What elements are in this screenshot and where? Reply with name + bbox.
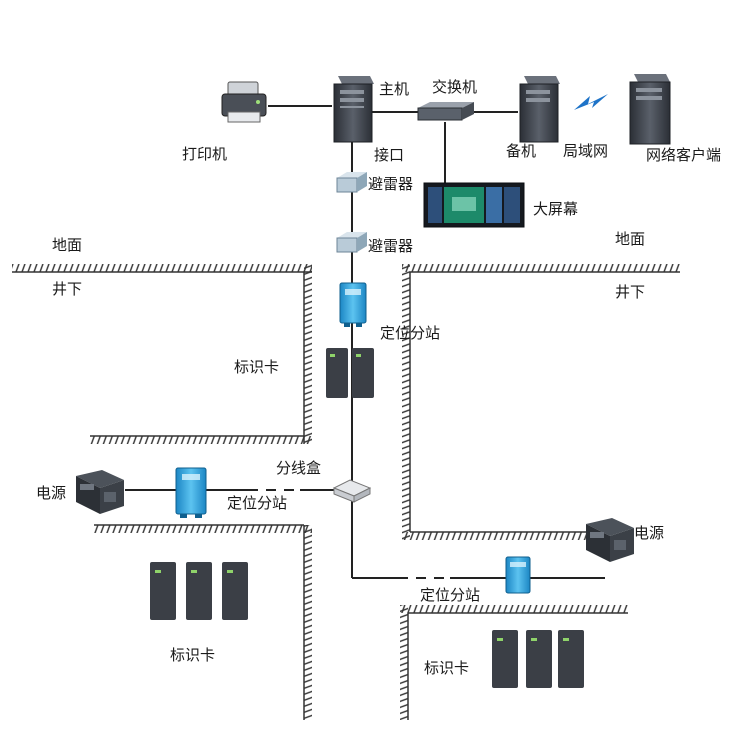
card-right-label: 标识卡 (424, 659, 470, 677)
ground-surface-left (12, 264, 312, 273)
power-left-label: 电源 (36, 484, 67, 502)
station-left-label: 定位分站 (227, 494, 288, 512)
id-card-icon (326, 348, 348, 398)
server-tower-icon (629, 74, 671, 145)
tunnel-ceiling-left (90, 435, 312, 444)
positioning-substation-icon (339, 282, 367, 327)
card-top-label: 标识卡 (234, 358, 280, 376)
card-left-label: 标识卡 (170, 646, 216, 664)
lightning-bolt-icon (574, 94, 608, 110)
arrester-top-label: 避雷器 (368, 175, 414, 193)
id-card-group-left (150, 562, 248, 620)
ground-surface-right (402, 264, 680, 273)
id-card-icon (492, 630, 518, 688)
server-tower-icon (333, 76, 374, 143)
id-card-icon (150, 562, 176, 620)
video-wall-icon (423, 182, 525, 228)
shaft-wall-left-upper (303, 264, 312, 444)
shaft-wall-right-upper (402, 264, 411, 540)
arrester-bottom-label: 避雷器 (368, 237, 414, 255)
junction-box-label: 分线盒 (276, 459, 322, 477)
surge-arrester-icon (336, 232, 367, 253)
lan-label: 局域网 (563, 142, 609, 160)
ground-left-label: 地面 (52, 236, 83, 254)
positioning-substation-icon (505, 556, 531, 594)
ground-right-label: 地面 (615, 230, 646, 248)
printer-label: 打印机 (182, 145, 228, 163)
underground-right-label: 井下 (615, 283, 646, 301)
server-tower-icon (519, 76, 560, 143)
printer-icon (221, 81, 267, 123)
power-supply-icon (586, 518, 634, 562)
host-label: 主机 (379, 80, 410, 98)
id-card-group-right (492, 630, 584, 688)
underground-left-label: 井下 (52, 280, 83, 298)
station-top-label: 定位分站 (380, 324, 441, 342)
id-card-icon (222, 562, 248, 620)
interface-label: 接口 (374, 146, 405, 164)
network-client-label: 网络客户端 (646, 146, 722, 164)
positioning-substation-icon (175, 467, 207, 518)
tunnel-ceiling-right (402, 531, 602, 540)
shaft-wall-left-lower (303, 525, 312, 720)
surge-arrester-icon (336, 172, 367, 193)
big-screen-label: 大屏幕 (533, 200, 579, 218)
id-card-icon (352, 348, 374, 398)
tunnel-floor-right (400, 605, 628, 614)
shaft-wall-right-lower (400, 605, 409, 720)
network-switch-icon (417, 102, 474, 121)
id-card-icon (526, 630, 552, 688)
power-right-label: 电源 (634, 524, 665, 542)
switch-label: 交换机 (432, 78, 478, 96)
station-bottom-label: 定位分站 (420, 586, 481, 604)
id-card-icon (186, 562, 212, 620)
backup-label: 备机 (506, 142, 537, 160)
id-card-icon (558, 630, 584, 688)
id-card-group-top (326, 348, 374, 398)
power-supply-icon (76, 470, 124, 514)
tunnel-floor-left (94, 524, 312, 533)
junction-box-icon (332, 479, 372, 503)
